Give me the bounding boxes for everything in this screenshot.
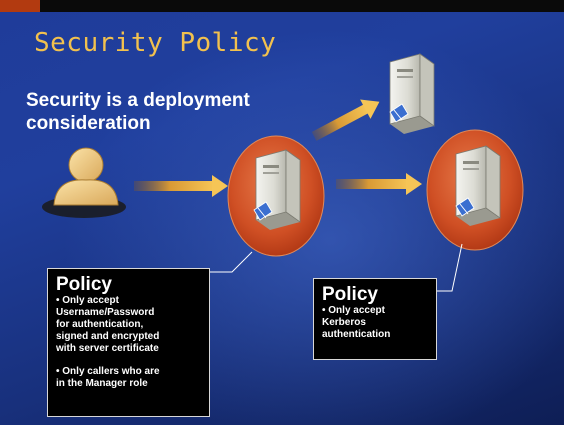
policy-gap [56, 355, 209, 366]
right-server-icon [455, 145, 501, 226]
policy-line: authentication [322, 329, 391, 340]
callout-line-left [203, 251, 253, 273]
slide-top-bar [0, 0, 564, 12]
policy-line: for authentication, [56, 319, 144, 330]
arrow-user-to-server-icon [134, 175, 228, 197]
policy-box-right: Policy • Only accept Kerberos authentica… [313, 278, 437, 360]
policy-line: with server certificate [56, 343, 159, 354]
policy-box-left: Policy • Only accept Username/Password f… [47, 268, 210, 417]
top-server-icon [389, 53, 435, 134]
policy-line: signed and encrypted [56, 331, 160, 342]
policy-line: • Only accept [56, 295, 119, 306]
slide-top-accent [0, 0, 40, 12]
policy-line: • Only accept [322, 305, 385, 316]
slide-subtitle: Security is a deployment consideration [26, 90, 250, 134]
policy-heading: Policy [56, 274, 112, 295]
policy-line: Kerberos [322, 317, 366, 328]
callout-line-right [437, 243, 463, 292]
policy-line: Username/Password [56, 307, 155, 318]
policy-line: • Only callers who are [56, 366, 160, 377]
arrow-server-to-backend-icon [336, 173, 422, 195]
user-icon [42, 147, 126, 218]
slide-title: Security Policy [34, 28, 277, 58]
policy-line: in the Manager role [56, 378, 148, 389]
arrow-server-to-top-server-icon [311, 99, 380, 141]
middle-server-icon [253, 149, 301, 230]
policy-heading: Policy [322, 284, 378, 305]
